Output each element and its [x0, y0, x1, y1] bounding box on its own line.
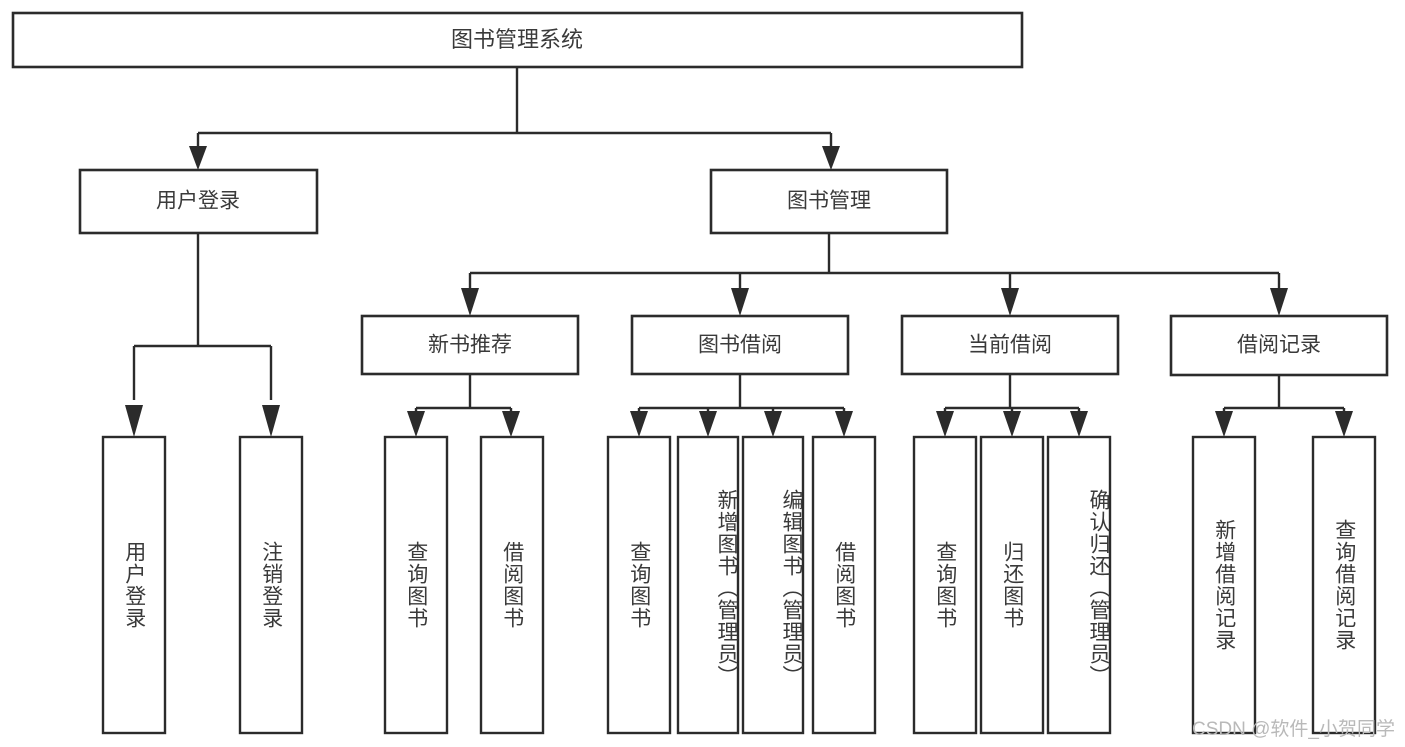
arrow-head-icon — [1215, 411, 1233, 437]
arrow-head-icon — [125, 405, 143, 437]
leaf-box-query-book-borrow[interactable] — [606, 435, 672, 735]
arrow-head-icon — [407, 411, 425, 437]
node-book-borrow[interactable]: 图书借阅 — [630, 314, 850, 376]
connector-group-borrowrecord-to-leaves — [1215, 375, 1353, 437]
node-new-book-recommend-label: 新书推荐 — [428, 334, 512, 357]
node-current-borrow[interactable]: 当前借阅 — [900, 314, 1120, 376]
node-new-book-recommend[interactable]: 新书推荐 — [360, 314, 580, 376]
node-book-management-label: 图书管理 — [787, 190, 871, 213]
connector-group-newbook-to-leaves — [407, 374, 520, 437]
watermark-credit: CSDN @软件_小贺同学 — [1192, 719, 1395, 740]
arrow-head-icon — [1270, 288, 1288, 316]
arrow-head-icon — [731, 288, 749, 316]
arrow-head-icon — [699, 411, 717, 437]
node-book-management[interactable]: 图书管理 — [709, 168, 949, 235]
arrow-head-icon — [822, 146, 840, 170]
leaf-box-return-book[interactable] — [979, 435, 1045, 735]
leaf-box-borrow-book-borrow[interactable] — [811, 435, 877, 735]
leaf-box-confirm-return-admin[interactable] — [1046, 435, 1112, 735]
leaf-box-query-borrow-record[interactable] — [1311, 435, 1377, 735]
arrow-head-icon — [1335, 411, 1353, 437]
arrow-head-icon — [461, 288, 479, 316]
node-book-borrow-label: 图书借阅 — [698, 334, 782, 357]
connector-group-bookmgmt-to-level3 — [461, 233, 1288, 316]
arrow-head-icon — [1001, 288, 1019, 316]
arrow-head-icon — [1070, 411, 1088, 437]
node-root-system[interactable]: 图书管理系统 — [11, 11, 1024, 69]
arrow-head-icon — [835, 411, 853, 437]
node-user-login-label: 用户登录 — [156, 190, 240, 213]
node-user-login[interactable]: 用户登录 — [78, 168, 319, 235]
arrow-head-icon — [1003, 411, 1021, 437]
leaf-box-logout[interactable] — [238, 435, 304, 735]
arrow-head-icon — [764, 411, 782, 437]
leaf-box-user-login[interactable] — [101, 435, 167, 735]
connector-group-currentborrow-to-leaves — [936, 374, 1088, 437]
leaf-box-edit-book-admin[interactable] — [741, 435, 805, 735]
connector-group-userlogin-to-leaves — [125, 233, 280, 437]
node-current-borrow-label: 当前借阅 — [968, 334, 1052, 357]
leaf-box-query-book-current[interactable] — [912, 435, 978, 735]
leaf-box-add-borrow-record[interactable] — [1191, 435, 1257, 735]
arrow-head-icon — [630, 411, 648, 437]
leaf-box-add-book-admin[interactable] — [676, 435, 740, 735]
node-borrow-record-label: 借阅记录 — [1237, 334, 1321, 357]
arrow-head-icon — [502, 411, 520, 437]
node-borrow-record[interactable]: 借阅记录 — [1169, 314, 1389, 377]
arrow-head-icon — [936, 411, 954, 437]
connector-group-root-to-level2 — [189, 67, 840, 170]
leaf-box-query-book-newbook[interactable] — [383, 435, 449, 735]
arrow-head-icon — [189, 146, 207, 170]
node-root-label: 图书管理系统 — [451, 27, 583, 52]
arrow-head-icon — [262, 405, 280, 437]
connector-group-bookborrow-to-leaves — [630, 374, 853, 437]
leaf-box-borrow-book-newbook[interactable] — [479, 435, 545, 735]
